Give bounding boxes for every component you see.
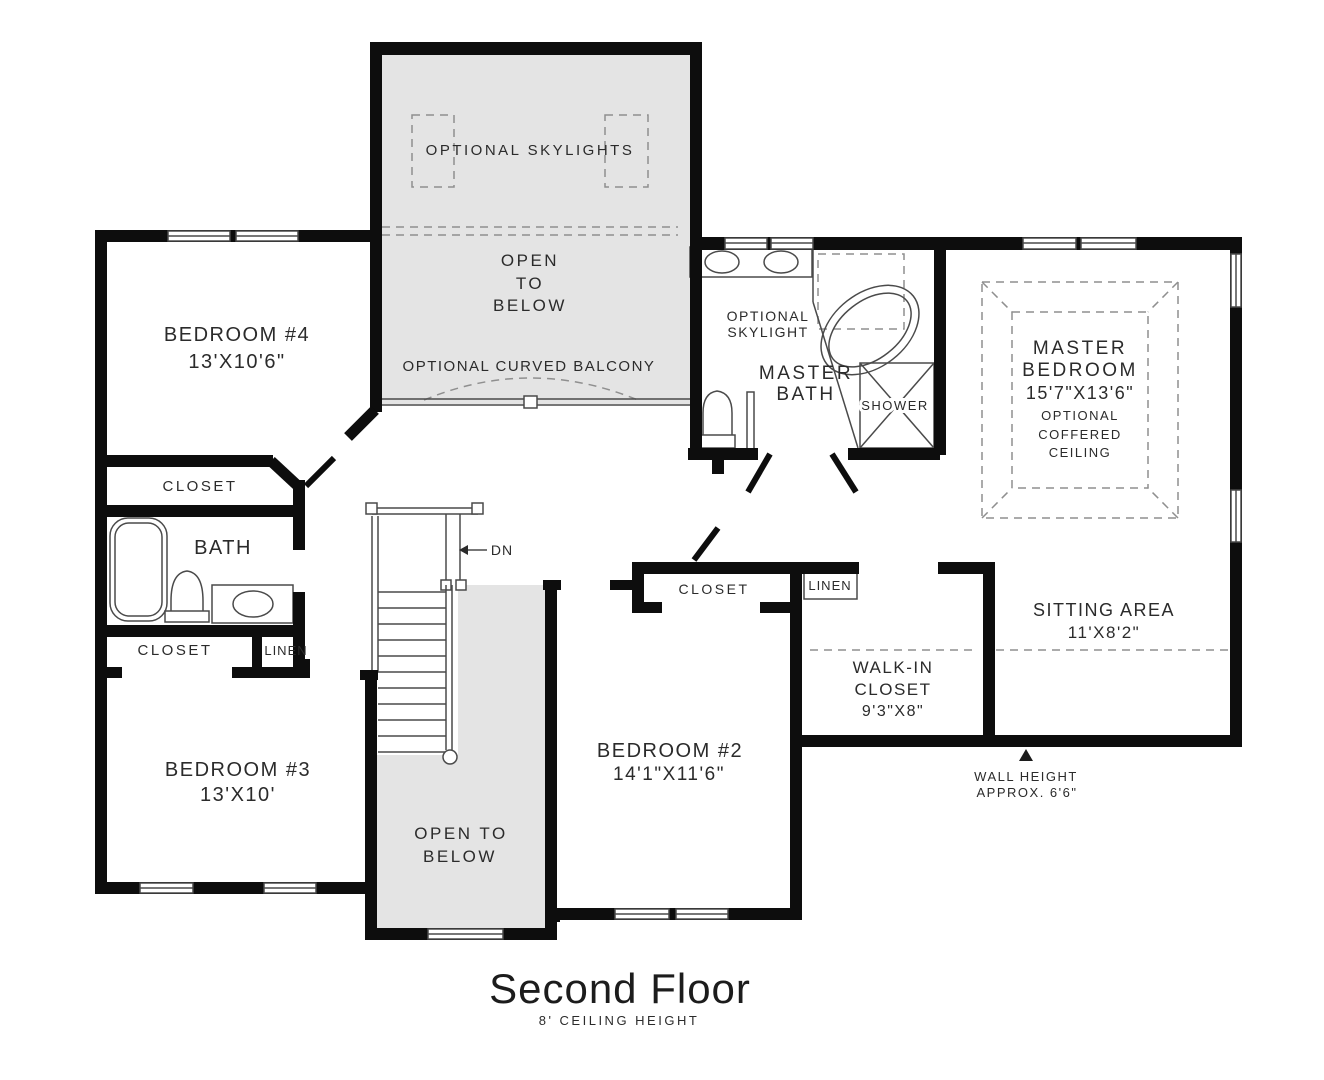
bedroom4-label: BEDROOM #4 xyxy=(164,324,310,346)
svg-text:TO: TO xyxy=(516,274,544,293)
svg-text:BEDROOM: BEDROOM xyxy=(1022,360,1138,381)
skylight-box-right xyxy=(604,114,649,188)
window xyxy=(167,230,231,242)
shower-label: SHOWER xyxy=(861,398,929,413)
page-title: Second Floor xyxy=(489,965,751,1012)
room-labels: OPTIONAL SKYLIGHTS OPEN TO BELOW OPTIONA… xyxy=(137,142,1175,866)
curved-balcony-label: OPTIONAL CURVED BALCONY xyxy=(403,358,656,375)
shaded-regions xyxy=(371,48,696,934)
svg-text:APPROX. 6'6": APPROX. 6'6" xyxy=(977,785,1078,800)
wall-height-label: WALL HEIGHT xyxy=(974,769,1078,784)
master-bedroom-label: MASTER xyxy=(1033,338,1127,359)
rail-post xyxy=(471,502,484,515)
linen-left-label: LINEN xyxy=(264,643,307,658)
window xyxy=(614,908,670,920)
sitting-area-dims: 11'X8'2" xyxy=(1068,623,1140,642)
hall-bath-tub xyxy=(109,517,168,622)
window xyxy=(1080,237,1137,250)
page-subtitle: 8' CEILING HEIGHT xyxy=(539,1013,700,1028)
closet-lower-label: CLOSET xyxy=(137,642,212,659)
closet-bedroom2-label: CLOSET xyxy=(678,581,749,597)
svg-text:BATH: BATH xyxy=(776,384,835,405)
walkin-closet-label: WALK-IN xyxy=(853,658,934,677)
svg-text:CEILING: CEILING xyxy=(1049,445,1112,460)
skylight-box-left xyxy=(411,114,455,188)
master-bath-door-leaf-left xyxy=(745,452,773,494)
plan-title: Second Floor 8' CEILING HEIGHT xyxy=(489,965,751,1028)
dn-label: DN xyxy=(491,542,513,558)
windows xyxy=(139,230,1242,940)
svg-text:BELOW: BELOW xyxy=(423,847,497,866)
window xyxy=(1022,237,1077,250)
hall-door-leaf xyxy=(691,526,721,562)
master-bath-toilet xyxy=(698,390,736,449)
closet-door-leaf xyxy=(303,455,337,489)
hall-bath-vanity xyxy=(211,584,294,624)
bedroom3-label: BEDROOM #3 xyxy=(165,759,311,781)
sitting-area-label: SITTING AREA xyxy=(1033,600,1175,620)
window xyxy=(675,908,729,920)
hall-bath-toilet xyxy=(164,570,210,623)
balcony-rail xyxy=(382,395,690,409)
rail-post xyxy=(365,502,378,515)
toilet-partition xyxy=(746,391,755,450)
optional-skylights-label: OPTIONAL SKYLIGHTS xyxy=(426,142,635,159)
window xyxy=(724,237,768,250)
bedroom2-label: BEDROOM #2 xyxy=(597,740,743,762)
window xyxy=(263,882,317,894)
master-bath-vanity xyxy=(689,246,813,278)
bedroom4-dims: 13'X10'6" xyxy=(188,351,285,373)
open-to-below-stair-shade xyxy=(371,585,551,934)
svg-text:CLOSET: CLOSET xyxy=(854,680,931,699)
open-to-below-top-label: OPEN xyxy=(501,251,559,270)
curved-balcony-arc xyxy=(423,377,639,401)
open-to-below-top-shade xyxy=(376,48,696,404)
master-bath-tub xyxy=(812,238,920,449)
staircase xyxy=(365,502,487,765)
bedroom2-dims: 14'1"X11'6" xyxy=(613,764,725,785)
svg-text:BELOW: BELOW xyxy=(493,296,567,315)
coffered-ceiling-outline xyxy=(981,281,1179,519)
triangle-marker xyxy=(1019,749,1033,761)
optional-skylight-label: OPTIONAL xyxy=(727,308,810,324)
master-bath-door-leaf-right xyxy=(829,452,859,494)
window xyxy=(427,928,504,940)
window xyxy=(770,237,814,250)
rail-post xyxy=(455,579,467,591)
linen-right-label: LINEN xyxy=(808,578,851,593)
dashed-details xyxy=(382,114,1228,651)
door-leaves xyxy=(303,452,859,562)
down-arrow xyxy=(459,545,487,555)
stair-treads xyxy=(378,591,446,753)
open-to-below-bottom-label: OPEN TO xyxy=(414,824,507,843)
handrail-curl xyxy=(442,749,458,765)
closet-upper-label: CLOSET xyxy=(162,478,237,495)
window xyxy=(139,882,194,894)
svg-text:OPTIONAL: OPTIONAL xyxy=(1041,408,1119,423)
master-bath-skylight-box xyxy=(817,253,905,330)
window xyxy=(1230,253,1242,308)
window xyxy=(235,230,299,242)
wall-height-note: WALL HEIGHT APPROX. 6'6" xyxy=(974,749,1078,800)
bath-label: BATH xyxy=(194,537,252,559)
bedroom3-dims: 13'X10' xyxy=(200,784,276,806)
svg-text:COFFERED: COFFERED xyxy=(1038,427,1122,442)
window xyxy=(1230,489,1242,543)
svg-text:SKYLIGHT: SKYLIGHT xyxy=(727,324,808,340)
master-bedroom-dims: 15'7"X13'6" xyxy=(1026,383,1134,403)
master-bath-label: MASTER xyxy=(759,363,853,384)
walkin-closet-dims: 9'3"X8" xyxy=(862,703,924,720)
